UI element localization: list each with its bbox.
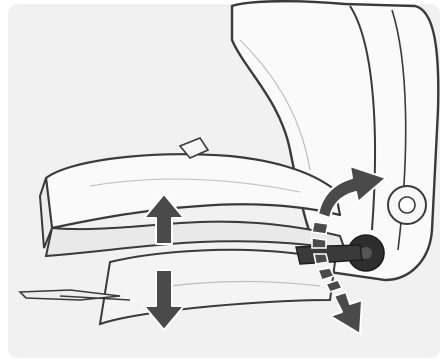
seat-cushion	[40, 154, 345, 256]
recline-knob	[388, 186, 426, 224]
